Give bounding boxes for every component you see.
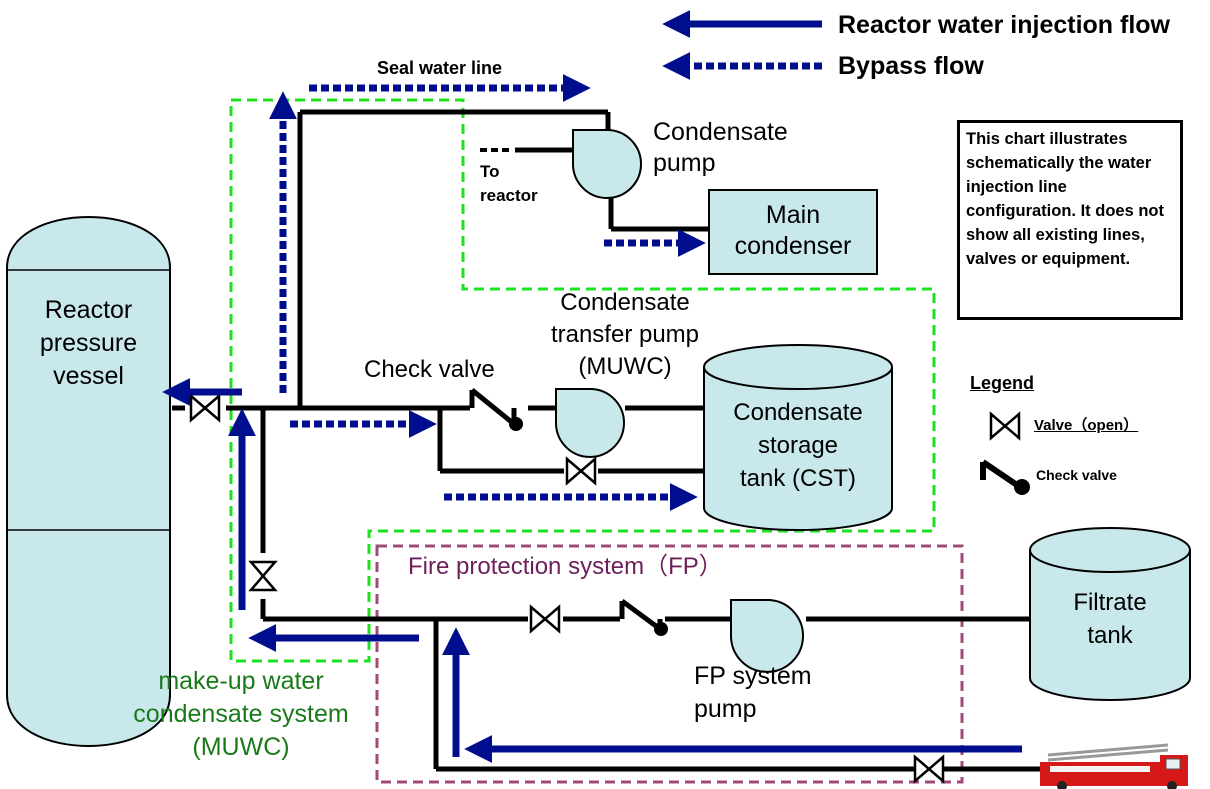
- transfer-pump-label-line2: transfer pump: [550, 321, 700, 348]
- legend-bypass-flow-label: Bypass flow: [838, 52, 984, 80]
- muwc-label: make-up water condensate system (MUWC): [101, 665, 381, 764]
- cst-bypass-valve-icon: [565, 457, 597, 485]
- muwc-label-line1: make-up water: [158, 667, 324, 695]
- rpv-inlet-valve-icon: [189, 394, 221, 422]
- filtrate-tank-label-line1: Filtrate: [1073, 589, 1147, 616]
- rpv-label-line1: Reactor: [44, 296, 133, 324]
- legend-check-valve-label: Check valve: [1036, 467, 1117, 483]
- transfer-pump-label: Condensate transfer pump (MUWC): [520, 287, 730, 383]
- fire-truck-inlet-valve-icon: [913, 755, 945, 783]
- muwc-branch-valve-icon: [249, 560, 277, 592]
- condensate-storage-tank: [703, 344, 893, 531]
- filtrate-tank: [1029, 527, 1191, 701]
- legend-injection-flow-label: Reactor water injection flow: [838, 11, 1171, 39]
- legend-check-valve-icon: [980, 459, 1030, 495]
- rpv-label-line2: pressure: [39, 329, 138, 357]
- rpv-label-line3: vessel: [53, 362, 124, 390]
- piping: [172, 109, 1042, 772]
- main-condenser-label-line1: Main: [765, 201, 821, 229]
- transfer-pump-label-line1: Condensate: [560, 289, 690, 316]
- to-reactor-label: To reactor: [480, 160, 538, 208]
- injection-flow-arrows: [162, 10, 1022, 763]
- fp-boundary: [375, 544, 964, 784]
- cst-label-line1: Condensate: [733, 399, 863, 426]
- condensate-pump-label-line2: pump: [653, 149, 716, 177]
- check-valve-label: Check valve: [364, 356, 495, 383]
- muwc-label-line3: (MUWC): [192, 733, 290, 761]
- fire-protection-system-label: Fire protection system（FP）: [408, 553, 723, 580]
- condensate-pump-icon: [572, 129, 642, 199]
- fp-line-valve-icon: [529, 605, 561, 633]
- condensate-storage-tank-label: Condensate storage tank (CST): [704, 396, 892, 495]
- seal-water-line-label: Seal water line: [377, 58, 503, 78]
- fire-truck-icon: [1040, 743, 1188, 789]
- condensate-pump-label: Condensate pump: [653, 117, 788, 179]
- filtrate-tank-label-line2: tank: [1087, 622, 1133, 649]
- muwc-check-valve-icon: [469, 388, 523, 431]
- reactor-pressure-vessel: [6, 216, 171, 747]
- filtrate-tank-label: Filtrate tank: [1030, 586, 1190, 652]
- fp-pump-label-line2: pump: [694, 695, 757, 723]
- transfer-pump-icon: [555, 388, 625, 458]
- to-reactor-label-line1: To: [480, 162, 500, 181]
- muwc-label-line2: condensate system: [133, 700, 349, 728]
- disclaimer-note: This chart illustrates schematically the…: [957, 120, 1183, 320]
- symbol-legend-title: Legend: [970, 373, 1035, 393]
- main-condenser: [708, 189, 878, 275]
- main-condenser-label: Main condenser: [709, 200, 877, 262]
- legend-valve-icon: [989, 412, 1021, 440]
- cst-label-line2: storage: [757, 432, 839, 459]
- fp-pump-label: FP system pump: [694, 660, 812, 726]
- fp-pump-label-line1: FP system: [694, 662, 812, 690]
- reactor-pressure-vessel-label: Reactor pressure vessel: [7, 294, 170, 393]
- bypass-flow-arrows: [269, 52, 822, 511]
- legend-valve-label: Valve（open）: [1034, 417, 1139, 434]
- fp-check-valve-icon: [619, 598, 668, 636]
- muwc-boundary: [229, 98, 936, 663]
- to-reactor-label-line2: reactor: [480, 186, 538, 205]
- fp-pump-icon: [730, 599, 804, 673]
- main-condenser-label-line2: condenser: [734, 232, 852, 260]
- cst-label-line3: tank (CST): [739, 465, 856, 492]
- transfer-pump-label-line3: (MUWC): [578, 353, 672, 380]
- condensate-pump-label-line1: Condensate: [653, 118, 788, 146]
